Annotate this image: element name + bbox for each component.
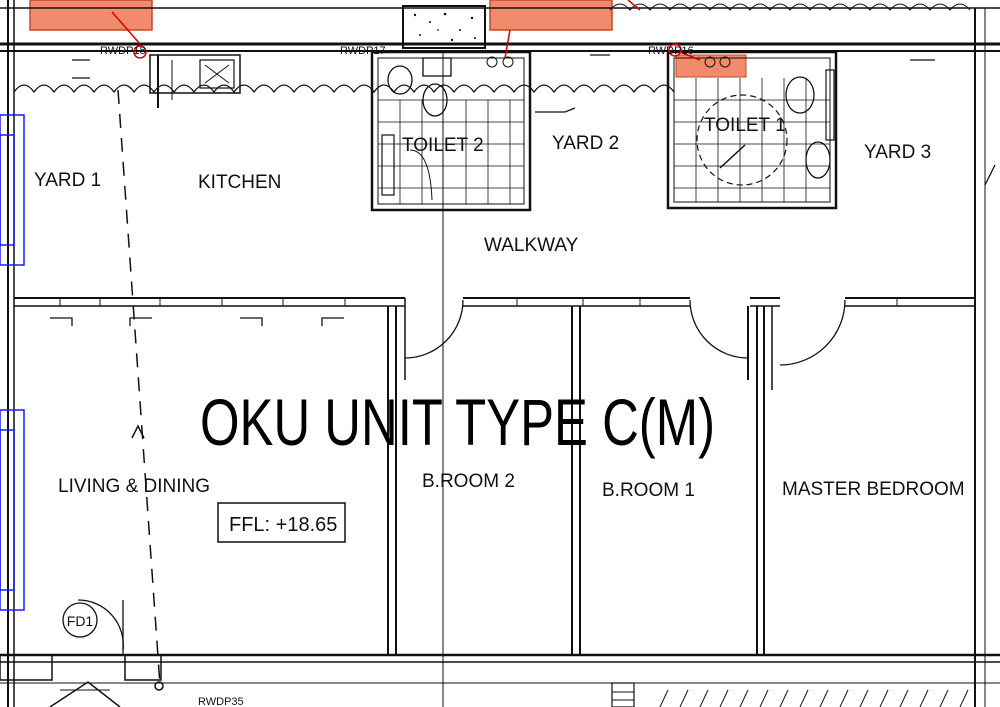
rwdp-label-right: RWDP16 xyxy=(648,45,694,57)
dashed-route xyxy=(117,89,164,691)
curtain-line-top xyxy=(609,3,971,11)
unit-title: OKU UNIT TYPE C(M) xyxy=(200,385,715,459)
left-walls xyxy=(7,0,15,707)
door-swings xyxy=(77,299,846,655)
flow-arrows xyxy=(50,54,996,326)
left-windows xyxy=(0,114,25,611)
room-partitions xyxy=(14,52,975,707)
room-label-walkway: WALKWAY xyxy=(484,235,579,256)
rain-pipes xyxy=(111,0,701,61)
rwdp-label-left: RWDP18 xyxy=(100,45,146,57)
toilet-2-enclosure xyxy=(370,50,532,212)
ffl-label: FFL: +18.65 xyxy=(229,514,337,536)
room-label-yard2: YARD 2 xyxy=(552,133,619,154)
room-label-kitchen: KITCHEN xyxy=(198,172,281,193)
toilet-1-enclosure xyxy=(666,50,838,210)
salmon-blocks xyxy=(29,0,747,78)
concrete-block xyxy=(402,5,486,49)
rwdp-label-mid: RWDP17 xyxy=(340,45,386,57)
bottom-walls xyxy=(0,653,1000,707)
room-label-broom2: B.ROOM 2 xyxy=(422,471,515,492)
rwdp-label-bottom: RWDP35 xyxy=(198,696,244,707)
room-label-yard1: YARD 1 xyxy=(34,170,101,191)
room-label-toilet1: TOILET 1 xyxy=(704,115,786,136)
curtain-line xyxy=(13,84,675,94)
room-label-broom1: B.ROOM 1 xyxy=(602,480,695,501)
door-tag-label: FD1 xyxy=(67,613,94,629)
room-label-living: LIVING & DINING xyxy=(58,476,210,497)
top-slab xyxy=(0,7,1000,707)
room-label-yard3: YARD 3 xyxy=(864,142,931,163)
kitchen-sink xyxy=(149,54,241,108)
room-label-master: MASTER BEDROOM xyxy=(782,479,965,500)
door-tag-fd1: FD1 xyxy=(62,602,98,638)
ffl-box: FFL: +18.65 xyxy=(217,502,346,543)
room-label-toilet2: TOILET 2 xyxy=(402,135,484,156)
